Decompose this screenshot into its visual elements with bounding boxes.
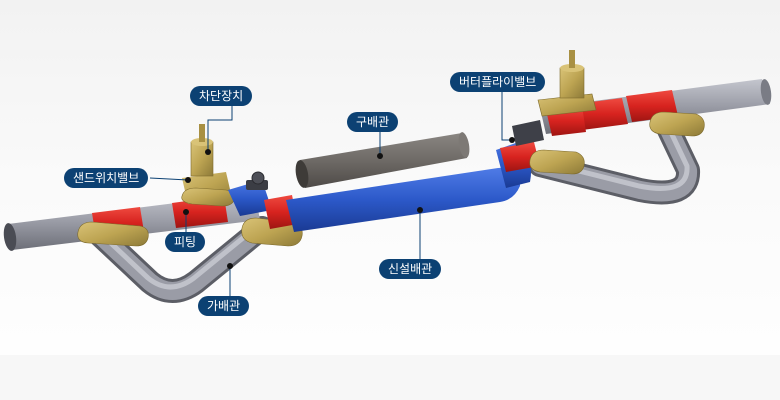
temporary-bypass-pipe-left: [88, 216, 274, 303]
butterfly-valve-right: [537, 50, 597, 117]
callout-dots: [183, 137, 515, 269]
temporary-bypass-pipe-right: [528, 116, 700, 205]
callout-old-pipe: 구배관: [347, 112, 399, 132]
callout-sandwich-valve: 샌드위치밸브: [64, 168, 149, 188]
callout-new-pipe: 신설배관: [379, 259, 442, 279]
clamp-saddles-right: [529, 111, 705, 175]
callout-temporary-pipe: 가배관: [198, 296, 250, 316]
floor-band: [0, 355, 780, 400]
callout-fitting: 피팅: [165, 232, 206, 252]
callout-butterfly-valve: 버터플라이밸브: [450, 72, 546, 92]
old-pipe: [295, 132, 470, 188]
callout-shutoff-device: 차단장치: [190, 86, 253, 106]
callout-leaders: [149, 90, 512, 300]
